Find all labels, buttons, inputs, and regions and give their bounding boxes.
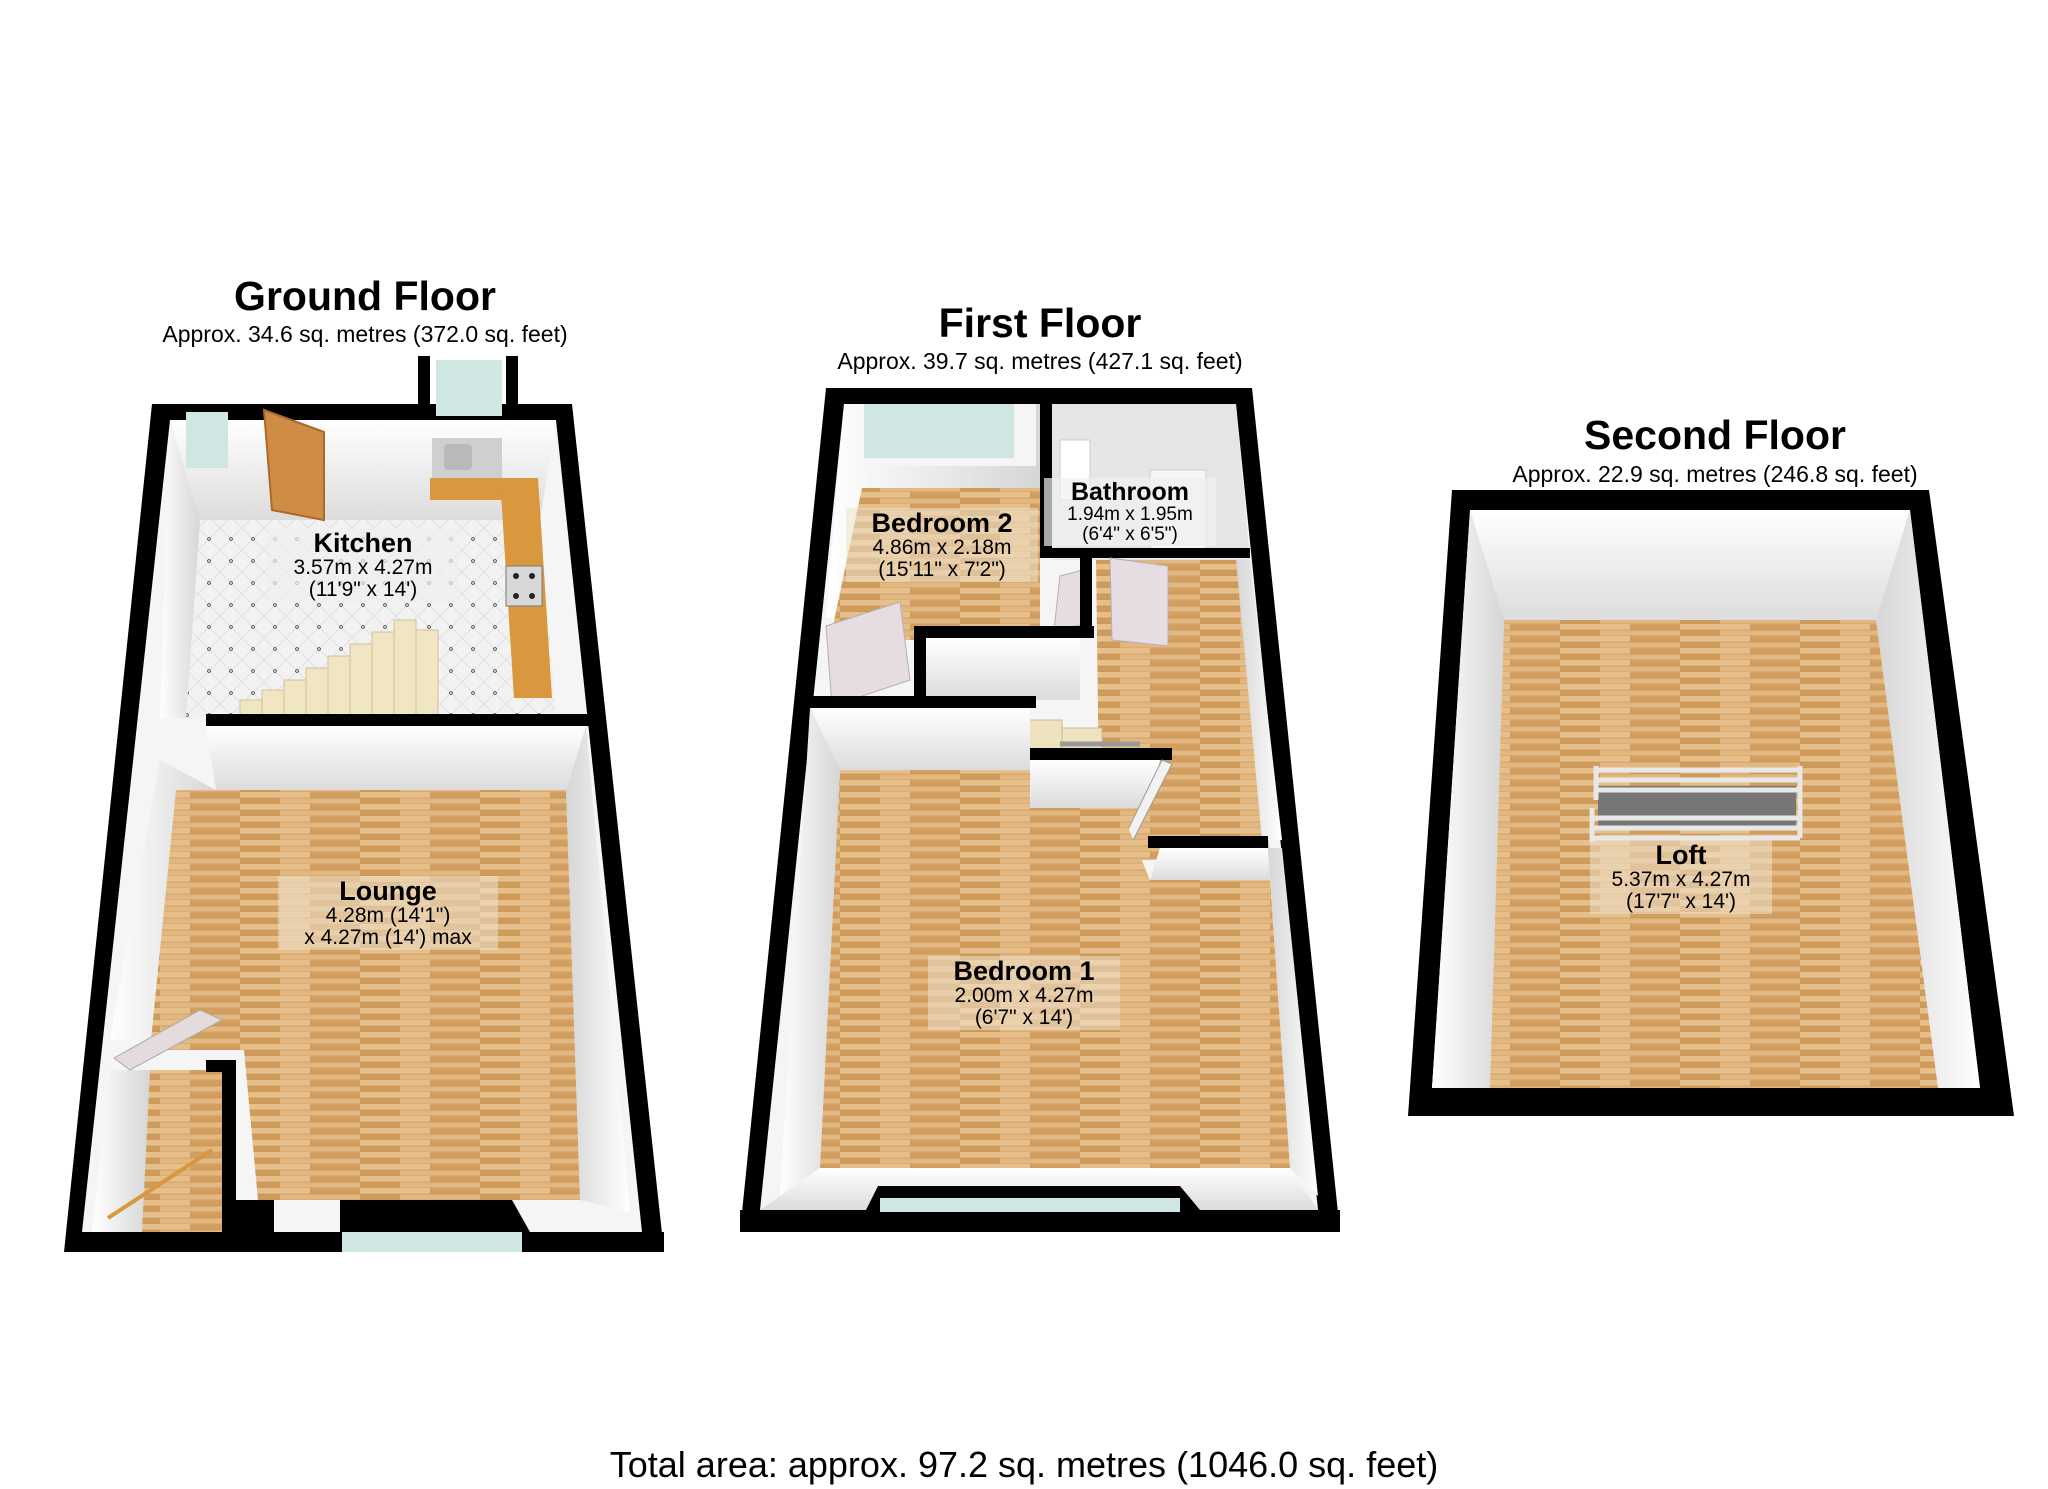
stair-banister [106,1148,214,1220]
room-label-loft: Loft 5.37m x 4.27m (17'7" x 14') [1590,840,1772,915]
bedroom2-door [825,601,911,707]
first-floor-area: Approx. 39.7 sq. metres (427.1 sq. feet) [837,348,1243,374]
first-floor-plan [740,388,1340,1232]
second-floor-area: Approx. 22.9 sq. metres (246.8 sq. feet) [1512,461,1918,487]
room-name: Bathroom [1070,478,1190,506]
hallway-floor [142,1070,232,1232]
room-dimensions-imperial: (11'9" x 14') [308,578,418,602]
room-name: Lounge [339,876,437,906]
second-floor-plan [1408,490,2014,1116]
room-dimensions-metric: 4.86m x 2.18m [872,536,1012,560]
ground-floor-title: Ground Floor [234,273,496,319]
room-name: Bedroom 2 [871,508,1013,538]
room-dimensions-metric: 2.00m x 4.27m [954,984,1094,1008]
room-name: Kitchen [313,528,413,558]
room-dimensions-metric: 5.37m x 4.27m [1611,868,1751,892]
room-name: Loft [1655,840,1707,870]
room-dimensions-imperial: (17'7" x 14') [1625,890,1737,914]
room-label-kitchen: Kitchen 3.57m x 4.27m (11'9" x 14') [268,528,458,603]
room-label-lounge: Lounge 4.28m (14'1") x 4.27m (14') max [278,876,498,951]
kitchen-window-right [436,360,502,416]
bedroom1-window [880,1198,1180,1212]
loft-hatch-rail [1589,766,1803,842]
room-dimensions-metric: 1.94m x 1.95m [1067,504,1193,526]
room-dimensions-imperial: (6'7" x 14') [974,1006,1074,1030]
hob [505,565,543,607]
ground-floor-plan [64,356,664,1252]
kitchen-counter-top [430,478,512,500]
room-dimensions-line1: 4.28m (14'1") [325,904,451,928]
bathroom-door [1109,557,1169,647]
ground-floor-stairs [239,619,439,719]
second-floor-title: Second Floor [1584,412,1846,458]
ground-floor-area: Approx. 34.6 sq. metres (372.0 sq. feet) [162,321,568,347]
bedroom2-window [864,404,1014,458]
room-label-bedroom-2: Bedroom 2 4.86m x 2.18m (15'11" x 7'2") [846,508,1038,583]
lounge-window [342,1232,522,1252]
first-floor-title: First Floor [938,300,1142,346]
lounge-door [113,1009,224,1071]
room-label-bedroom-1: Bedroom 1 2.00m x 4.27m (6'7" x 14') [928,956,1120,1031]
front-door [262,408,325,522]
room-dimensions-imperial: (6'4" x 6'5") [1082,524,1178,546]
room-dimensions-line2: x 4.27m (14') max [304,926,472,950]
room-label-bathroom: Bathroom 1.94m x 1.95m (6'4" x 6'5") [1044,478,1216,547]
room-dimensions-imperial: (15'11" x 7'2") [878,558,1006,582]
total-area: Total area: approx. 97.2 sq. metres (104… [609,1444,1439,1485]
kitchen-window-left [186,412,228,468]
room-dimensions-metric: 3.57m x 4.27m [293,556,433,580]
room-name: Bedroom 1 [953,956,1095,986]
